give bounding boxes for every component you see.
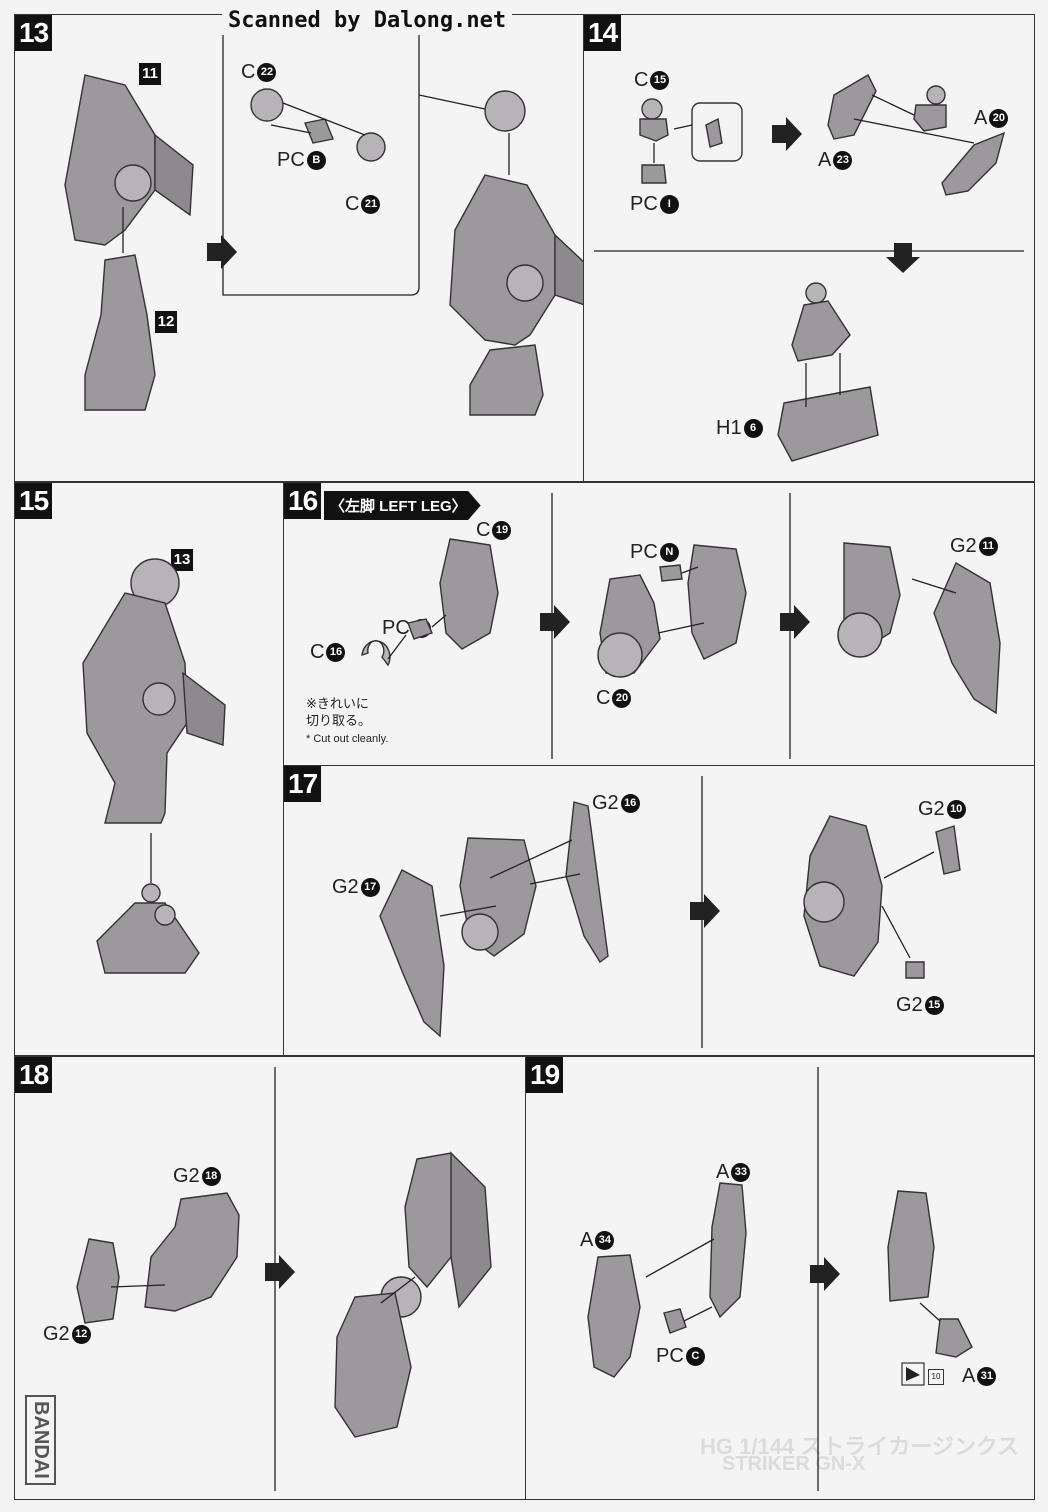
step-number: 13 (15, 15, 53, 51)
down-arrow-icon (886, 243, 920, 273)
sub-step-badge: 11 (139, 63, 161, 85)
step-17-illustration (379, 776, 961, 1048)
brand-logo: BANDAI (25, 1395, 56, 1485)
next-arrow-icon (540, 605, 570, 639)
step-number: 15 (15, 483, 53, 519)
footer-model-name: STRIKER GN-X (722, 1453, 866, 1475)
next-arrow-icon (772, 117, 802, 151)
sub-step-badge: 12 (155, 311, 177, 333)
step-19-illustration (587, 1067, 973, 1491)
next-arrow-icon (265, 1255, 295, 1289)
next-arrow-icon (780, 605, 810, 639)
step-number: 19 (526, 1057, 564, 1093)
next-arrow-icon (207, 235, 237, 269)
next-arrow-icon (810, 1257, 840, 1291)
section-tag: ひだりあし〈左脚 LEFT LEG〉 (324, 491, 481, 520)
step-number: 17 (284, 766, 322, 802)
sub-step-badge: 13 (171, 549, 193, 571)
step-number: 18 (15, 1057, 53, 1093)
step-number: 14 (584, 15, 622, 51)
step-15-illustration (82, 558, 226, 974)
step-number: 16 (284, 483, 322, 519)
next-arrow-icon (690, 894, 720, 928)
scan-banner: Scanned by Dalong.net (222, 8, 513, 33)
step-15-panel: 15 13 (14, 482, 284, 1056)
step-14-illustration (594, 74, 1024, 462)
cut-note: ※きれいに 切り取る。 * Cut out cleanly. (306, 696, 389, 745)
step-16-illustration (361, 493, 1001, 759)
step-13-illustration (64, 35, 583, 416)
step-18-illustration (76, 1067, 492, 1491)
footer-model-title: HG 1/144 ストライカージンクス (700, 1434, 1020, 1459)
step-16-panel: 16 ひだりあし〈左脚 LEFT LEG〉 C19 PCF C16 PCN C2… (283, 482, 1035, 766)
nub-cut-box: 10 (928, 1369, 944, 1385)
